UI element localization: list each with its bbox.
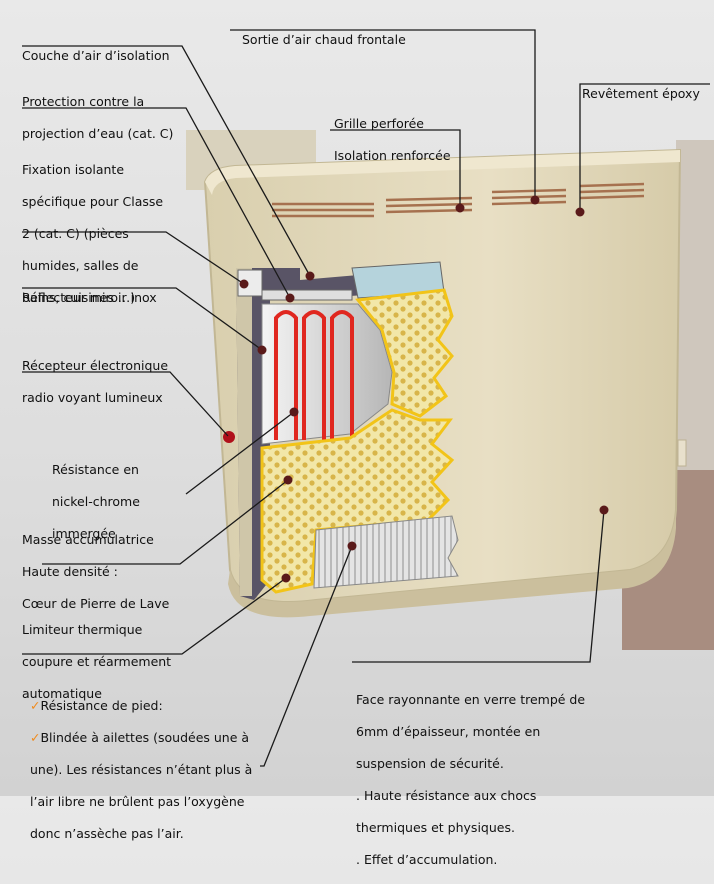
label-sortie-air: Sortie d’air chaud frontale	[242, 16, 406, 48]
label-line: nickel-chrome	[52, 494, 140, 509]
label-line: suspension de sécurité.	[356, 756, 504, 771]
label-line: radio voyant lumineux	[22, 390, 163, 405]
side-slot	[677, 439, 687, 467]
label-revetement: Revêtement époxy	[582, 70, 700, 102]
label-line: Masse accumulatrice	[22, 532, 154, 547]
leader-dots	[239, 195, 609, 583]
label-face-rayonnante: Face rayonnante en verre trempé de 6mm d…	[356, 676, 585, 884]
label-grille: Grille perforée Isolation renforcée	[334, 100, 451, 180]
label-fixation: Fixation isolante spécifique pour Classe…	[22, 146, 163, 322]
label-line: Récepteur électronique	[22, 358, 169, 373]
label-line: humides, salles de	[22, 258, 139, 273]
label-text: Couche d’air d’isolation	[22, 48, 170, 63]
lava-stone-lower	[260, 408, 455, 594]
label-line: ✓Blindée à ailettes (soudées une à	[30, 730, 252, 746]
label-reflecteur: Réflecteur miroir inox	[22, 274, 157, 306]
label-text: Revêtement époxy	[582, 86, 700, 101]
label-line: 2 (cat. C) (pièces	[22, 226, 129, 241]
label-line: Cœur de Pierre de Lave	[22, 596, 170, 611]
label-line: Haute densité :	[22, 564, 118, 579]
label-text: Sortie d’air chaud frontale	[242, 32, 406, 47]
finned-foot-resistance	[313, 515, 459, 589]
label-line: spécifique pour Classe	[22, 194, 164, 209]
label-resistance: Résistance en nickel-chrome immergée	[52, 446, 140, 558]
label-text: Réflecteur miroir inox	[22, 290, 157, 305]
label-line: Résistance en	[52, 462, 139, 477]
check-icon: ✓	[30, 698, 41, 713]
insulation-air-layer	[236, 268, 440, 600]
label-line: projection d’eau (cat. C)	[22, 126, 174, 141]
label-line: . Haute résistance aux chocs	[356, 788, 537, 803]
label-line: donc n’assèche pas l’air.	[30, 826, 184, 841]
label-line: Limiteur thermique	[22, 622, 143, 637]
label-text: Résistance de pied:	[40, 698, 163, 713]
label-line: Isolation renforcée	[334, 148, 451, 163]
heater-diagram	[22, 29, 714, 767]
label-line: coupure et réarmement	[22, 654, 172, 669]
label-protection-eau: Protection contre la projection d’eau (c…	[22, 78, 173, 158]
label-line: l’air libre ne brûlent pas l’oxygène	[30, 794, 245, 809]
label-line: bains, cuisines …)	[22, 290, 136, 305]
label-line: Grille perforée	[334, 116, 424, 131]
label-limiteur: Limiteur thermique coupure et réarmement…	[22, 606, 171, 718]
water-protection-plate	[261, 289, 353, 301]
label-line: immergée	[52, 526, 116, 541]
casing-left-wall	[236, 268, 252, 596]
label-line: Fixation isolante	[22, 162, 125, 177]
lava-stone-upper	[355, 288, 454, 418]
label-couche-air: Couche d’air d’isolation	[22, 32, 170, 64]
casing-top-rim	[205, 150, 680, 195]
casing-bottom-lip	[228, 510, 676, 618]
label-masse: Masse accumulatrice Haute densité : Cœur…	[22, 516, 169, 628]
check-icon: ✓	[30, 730, 41, 745]
leader-lines	[22, 29, 710, 767]
label-line: ✓Résistance de pied:	[30, 698, 252, 714]
label-resistance-pied: ✓Résistance de pied: ✓Blindée à ailettes…	[30, 682, 252, 858]
label-line: automatique	[22, 686, 102, 701]
label-line: 6mm d’épaisseur, montée en	[356, 724, 541, 739]
label-line: une). Les résistances n’étant plus à	[30, 762, 253, 777]
label-line: Protection contre la	[22, 94, 145, 109]
nickel-chrome-element	[274, 310, 354, 440]
label-line: Face rayonnante en verre trempé de	[356, 692, 586, 707]
label-text: Blindée à ailettes (soudées une à	[40, 730, 250, 745]
label-recepteur: Récepteur électronique radio voyant lumi…	[22, 342, 168, 422]
label-line: thermiques et physiques.	[356, 820, 515, 835]
label-line: . Effet d’accumulation.	[356, 852, 498, 867]
